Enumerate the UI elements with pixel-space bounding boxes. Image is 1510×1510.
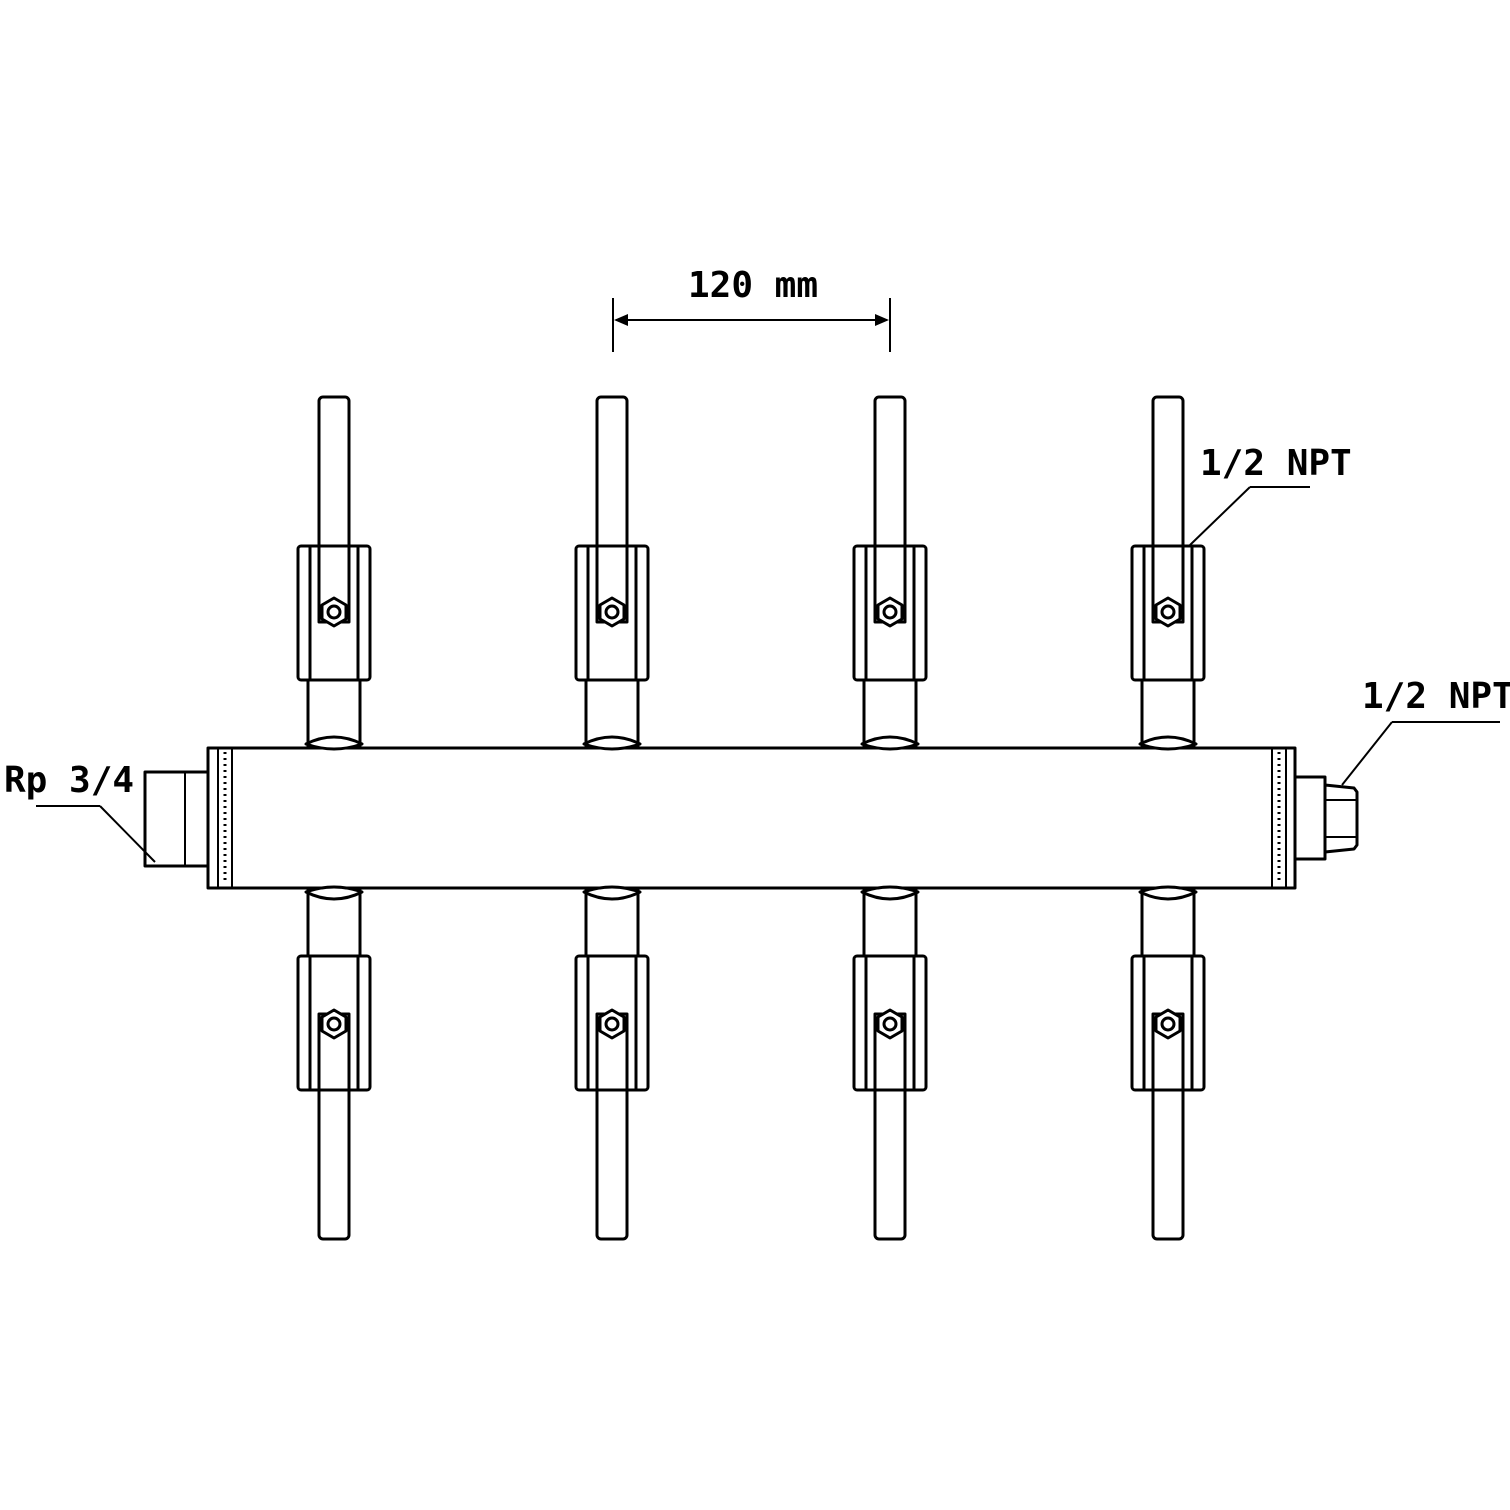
valve-top-4: [1130, 395, 1206, 751]
callout-label-outlet: 1/2 NPT: [1200, 443, 1352, 484]
valve-top-1: [296, 395, 372, 751]
valve-bottom-4: [1130, 885, 1206, 1241]
valve-screw: [604, 604, 620, 620]
weld-bead: [860, 885, 920, 901]
weld-bead: [582, 885, 642, 901]
callout-label-inlet: Rp 3/4: [4, 760, 134, 801]
valve-screw: [1160, 604, 1176, 620]
valve-neck: [1140, 886, 1196, 958]
weld-bead: [860, 735, 920, 751]
callout-label-end: 1/2 NPT: [1362, 676, 1510, 717]
inlet-fitting: [143, 770, 210, 868]
weld-bead: [304, 885, 364, 901]
weld-bead: [1138, 885, 1198, 901]
dimension-label: 120 mm: [688, 265, 818, 306]
valve-screw: [326, 604, 342, 620]
weld-bead: [304, 735, 364, 751]
weld-bead: [1138, 735, 1198, 751]
callout-end-thread: 1/2 NPT: [1341, 676, 1510, 786]
callout-outlet-thread: 1/2 NPT: [1189, 443, 1352, 546]
end-fitting: [1293, 775, 1359, 861]
valve-bottom-2: [574, 885, 650, 1241]
valve-bottom-1: [296, 885, 372, 1241]
valve-screw: [1160, 1016, 1176, 1032]
callout-inlet-thread: Rp 3/4: [4, 760, 156, 863]
valve-screw: [882, 604, 898, 620]
dimension-120mm: 120 mm: [612, 265, 891, 352]
valve-screw: [882, 1016, 898, 1032]
valve-top-2: [574, 395, 650, 751]
manifold-body: [206, 746, 1297, 890]
valve-screw: [326, 1016, 342, 1032]
weld-bead: [582, 735, 642, 751]
valve-top-3: [852, 395, 928, 751]
valve-screw: [604, 1016, 620, 1032]
valve-bottom-3: [852, 885, 928, 1241]
valve-ports: [296, 395, 1206, 1241]
